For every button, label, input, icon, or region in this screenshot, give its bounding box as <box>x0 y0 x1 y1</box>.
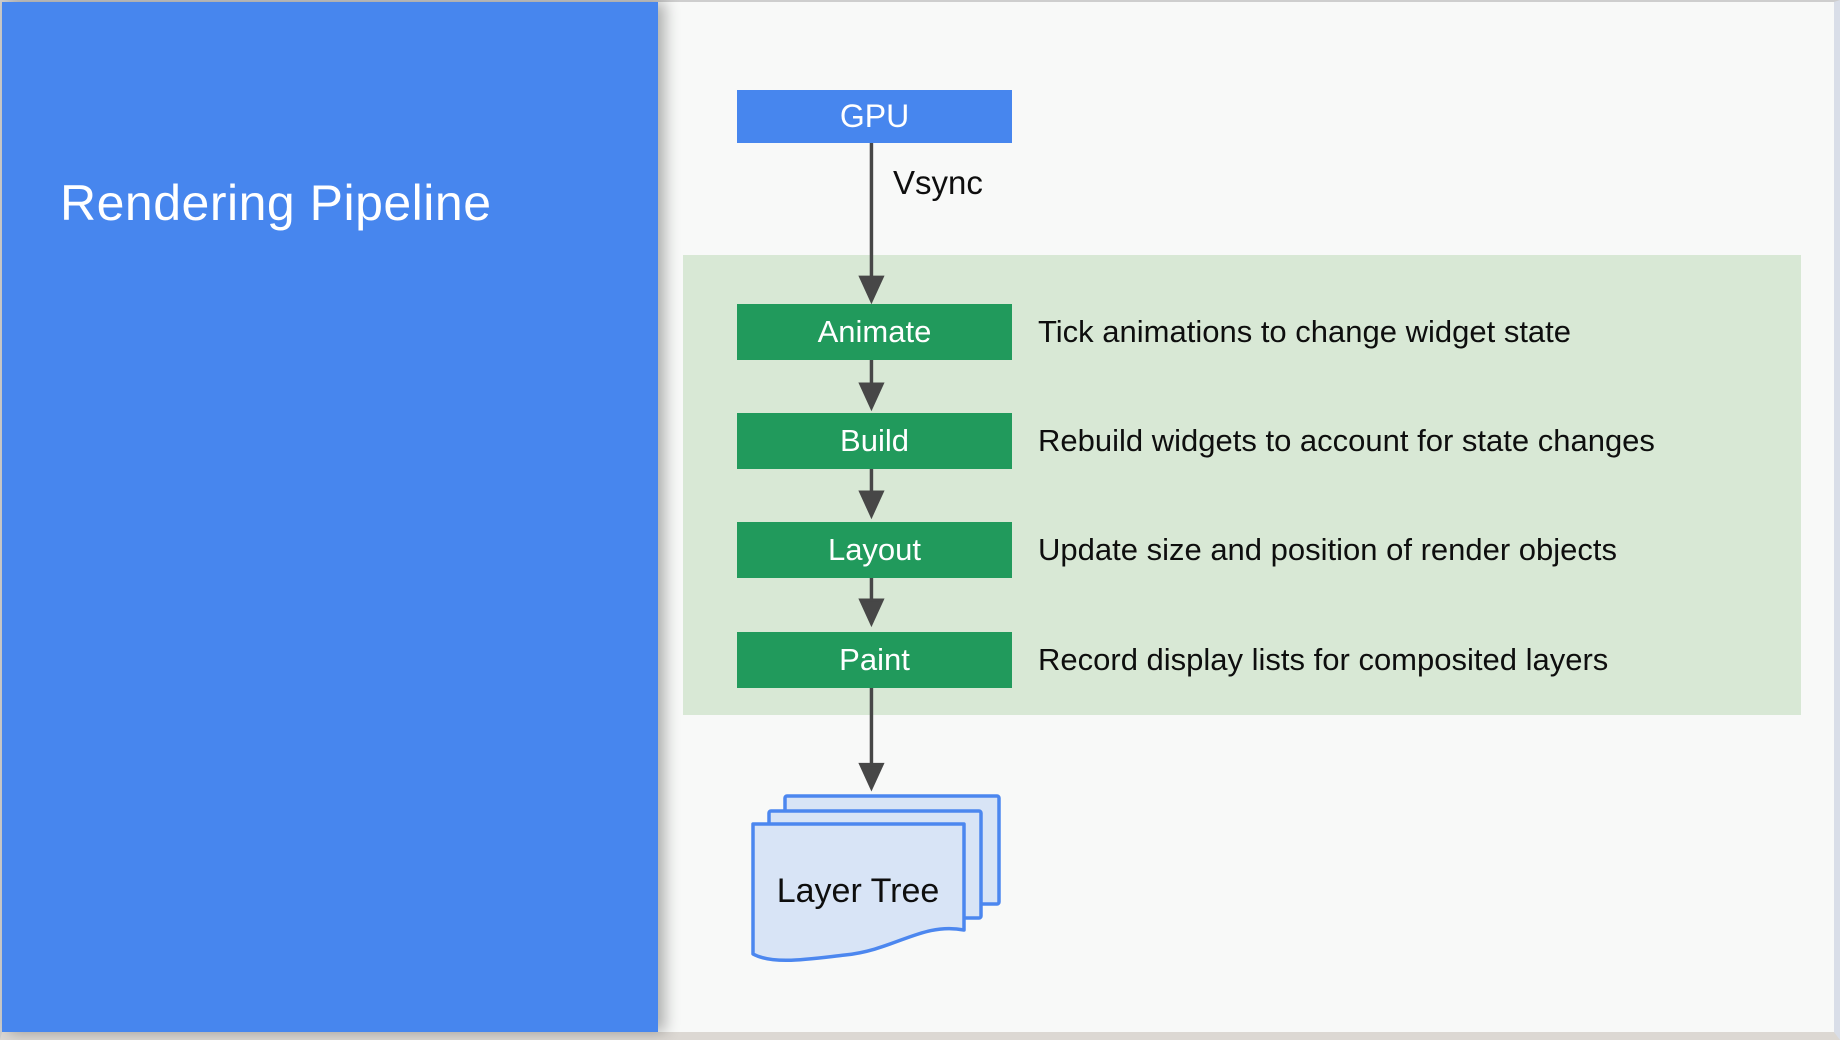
build-description: Rebuild widgets to account for state cha… <box>1038 423 1655 458</box>
title-panel: Rendering Pipeline <box>2 2 658 1032</box>
paint-node: Paint <box>737 632 1012 688</box>
vsync-label: Vsync <box>893 164 983 201</box>
stage-row-animate: Animate Tick animations to change widget… <box>737 304 1797 360</box>
layer-tree-label: Layer Tree <box>777 872 940 910</box>
stage-row-build: Build Rebuild widgets to account for sta… <box>737 413 1797 469</box>
build-node-label: Build <box>840 423 909 458</box>
slide-title: Rendering Pipeline <box>60 175 492 231</box>
stage-row-paint: Paint Record display lists for composite… <box>737 632 1797 688</box>
layer-tree-node: Layer Tree <box>751 794 1001 963</box>
arrowhead-icon <box>858 762 885 792</box>
paint-node-label: Paint <box>839 642 910 677</box>
animate-node: Animate <box>737 304 1012 360</box>
animate-description: Tick animations to change widget state <box>1038 314 1572 349</box>
layout-node-label: Layout <box>827 532 922 567</box>
layout-node: Layout <box>737 522 1012 578</box>
layer-sheet-front <box>751 822 966 963</box>
gpu-node-label: GPU <box>839 98 910 134</box>
layout-description: Update size and position of render objec… <box>1038 532 1618 567</box>
paint-description: Record display lists for composited laye… <box>1038 642 1609 677</box>
animate-node-label: Animate <box>817 314 932 349</box>
stage-row-layout: Layout Update size and position of rende… <box>737 522 1797 578</box>
gpu-node: GPU <box>737 90 1012 143</box>
build-node: Build <box>737 413 1012 469</box>
